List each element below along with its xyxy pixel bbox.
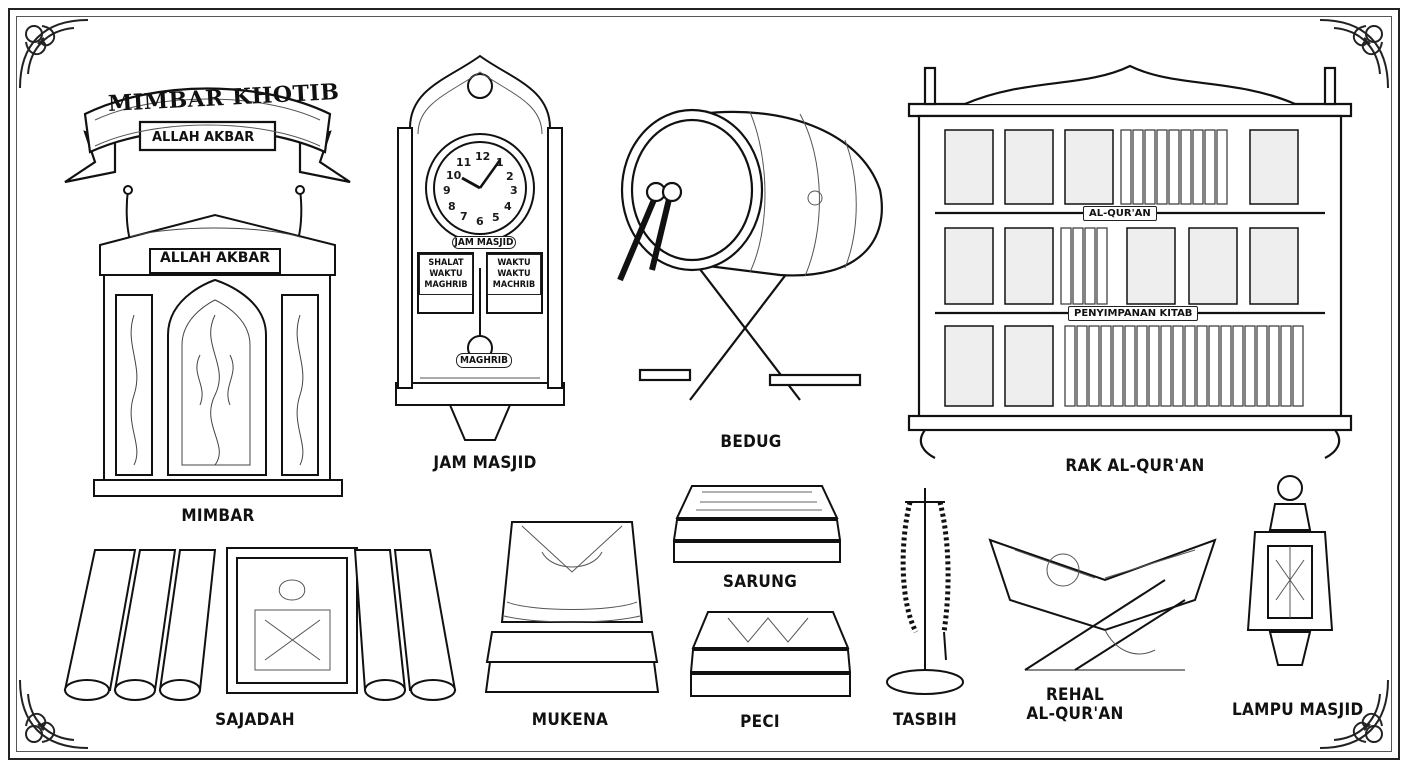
corner-ornament-bottom-right bbox=[1314, 674, 1394, 754]
rehal-illustration bbox=[985, 520, 1220, 680]
jam-masjid-label: JAM MASJID bbox=[433, 453, 537, 473]
clock-numeral-3: 3 bbox=[510, 184, 518, 197]
clock-numeral-4: 4 bbox=[504, 200, 512, 213]
clock-right-panel: WAKTU WAKTU MACHRIB bbox=[487, 254, 541, 295]
clock-numeral-1: 1 bbox=[496, 156, 504, 169]
corner-ornament-top-right bbox=[1314, 14, 1394, 94]
lampu-masjid-label: LAMPU MASJID bbox=[1232, 700, 1364, 720]
shelf-tag-penyimpanan: PENYIMPANAN KITAB bbox=[1068, 306, 1199, 321]
sarung-illustration bbox=[672, 478, 842, 568]
left-panel-line-1: SHALAT bbox=[428, 258, 464, 268]
left-panel-line-2: WAKTU bbox=[429, 269, 463, 279]
banner-ribbon-illustration bbox=[55, 62, 360, 192]
banner-subtitle: ALLAH AKBAR bbox=[152, 130, 255, 145]
pendulum-tag: MAGHRIB bbox=[456, 353, 512, 368]
peci-illustration bbox=[688, 602, 853, 702]
lampu-masjid-illustration bbox=[1240, 470, 1340, 690]
bedug-label: BEDUG bbox=[720, 432, 782, 452]
sarung-label: SARUNG bbox=[722, 572, 798, 592]
clock-numeral-12: 12 bbox=[475, 150, 491, 163]
mimbar-plaque: ALLAH AKBAR bbox=[159, 250, 271, 266]
mukena-illustration bbox=[482, 512, 662, 700]
bedug-illustration bbox=[600, 100, 890, 430]
sajadah-label: SAJADAH bbox=[215, 710, 295, 730]
clock-numeral-5: 5 bbox=[492, 211, 500, 224]
right-panel-line-2: WAKTU bbox=[497, 269, 531, 279]
clock-numeral-11: 11 bbox=[456, 156, 472, 169]
sajadah-illustration bbox=[55, 540, 465, 701]
shelf-tag-alquran: AL-QUR'AN bbox=[1083, 206, 1157, 221]
clock-left-panel: SHALAT WAKTU MAGHRIB bbox=[419, 254, 473, 295]
mimbar-label: MIMBAR bbox=[181, 506, 255, 526]
rak-alquran-illustration bbox=[905, 58, 1355, 460]
rehal-label-line-2: AL-QUR'AN bbox=[1026, 704, 1124, 724]
tasbih-illustration bbox=[880, 482, 970, 702]
clock-face: 12 1 2 3 4 5 6 7 8 9 10 11 bbox=[436, 144, 524, 232]
outer-frame bbox=[8, 8, 1400, 760]
clock-face-tag: JAM MASJID bbox=[452, 236, 516, 249]
mukena-label: MUKENA bbox=[531, 710, 609, 730]
mimbar-illustration bbox=[90, 185, 345, 500]
clock-numeral-9: 9 bbox=[443, 184, 451, 197]
tasbih-label: TASBIH bbox=[893, 710, 957, 730]
clock-numeral-6: 6 bbox=[476, 215, 484, 228]
right-panel-line-3: MACHRIB bbox=[492, 280, 536, 290]
right-panel-line-1: WAKTU bbox=[497, 258, 531, 268]
corner-ornament-bottom-left bbox=[14, 674, 94, 754]
corner-ornament-top-left bbox=[14, 14, 94, 94]
left-panel-line-3: MAGHRIB bbox=[424, 280, 468, 290]
inner-frame bbox=[16, 16, 1392, 752]
clock-numeral-8: 8 bbox=[448, 200, 456, 213]
clock-numeral-10: 10 bbox=[446, 169, 462, 182]
peci-label: PECI bbox=[740, 712, 780, 732]
rehal-label: REHAL AL-QUR'AN bbox=[1020, 686, 1130, 724]
clock-numeral-7: 7 bbox=[460, 210, 468, 223]
rehal-label-line-1: REHAL bbox=[1045, 685, 1105, 705]
rak-alquran-label: RAK AL-QUR'AN bbox=[1065, 456, 1205, 476]
clock-numeral-2: 2 bbox=[506, 170, 514, 183]
